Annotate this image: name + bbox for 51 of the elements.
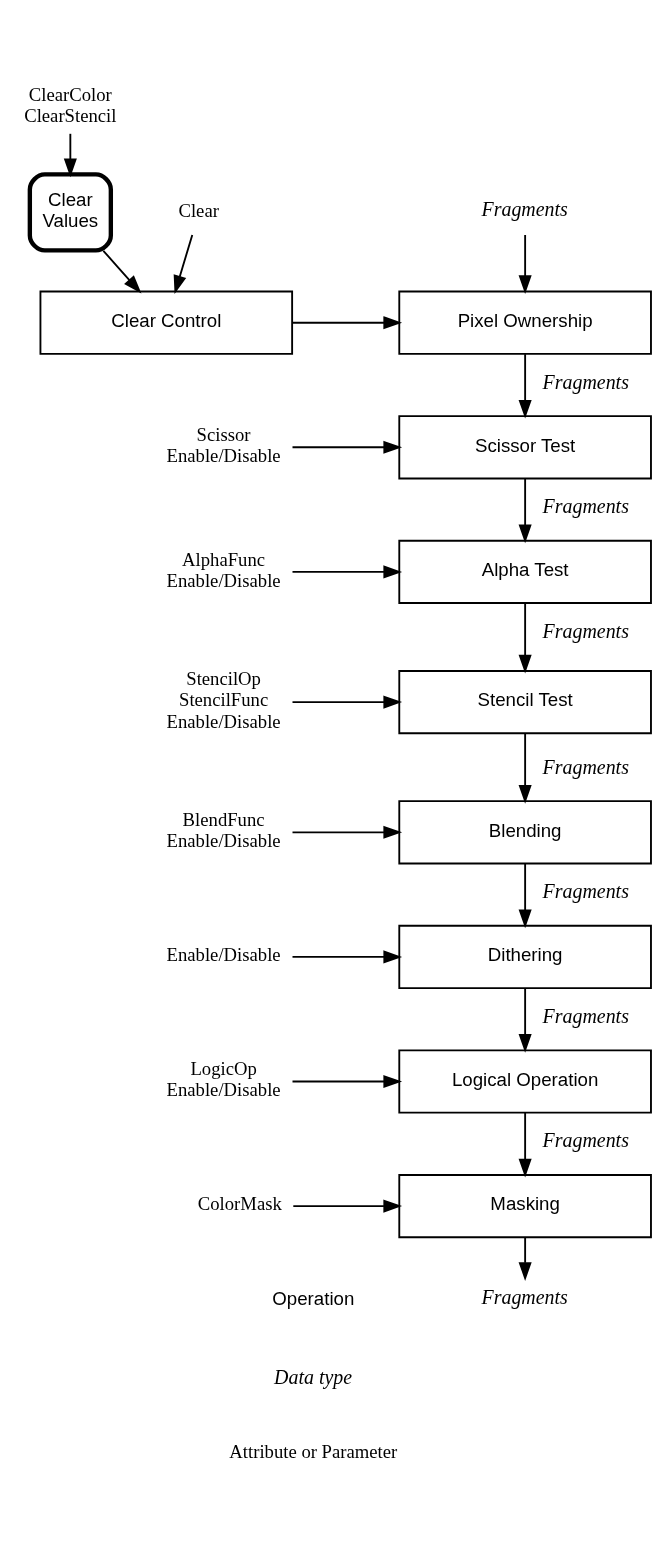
node-box: Scissor Test bbox=[398, 414, 652, 479]
arrow bbox=[63, 132, 77, 177]
node-text: BlendFunc Enable/Disable bbox=[166, 808, 281, 851]
node-box: Clear Values bbox=[27, 171, 114, 253]
node-text: Enable/Disable bbox=[166, 943, 281, 965]
arrow bbox=[518, 862, 532, 928]
node-text: Scissor Enable/Disable bbox=[166, 423, 281, 466]
arrow bbox=[518, 601, 532, 673]
node-text: Fragments bbox=[481, 1285, 568, 1308]
arrow bbox=[173, 233, 194, 294]
arrow bbox=[518, 1111, 532, 1177]
edge-label: Fragments bbox=[542, 494, 629, 517]
node-box: Logical Operation bbox=[398, 1048, 652, 1114]
edge-label: Fragments bbox=[542, 1004, 629, 1027]
node-box: Pixel Ownership bbox=[398, 290, 652, 355]
label: Operation bbox=[272, 1287, 355, 1309]
edge-label: Fragments bbox=[542, 619, 629, 642]
arrow bbox=[518, 1236, 532, 1281]
arrow bbox=[518, 233, 532, 294]
arrow bbox=[291, 564, 403, 578]
node-box: Stencil Test bbox=[398, 669, 652, 734]
arrow bbox=[291, 315, 403, 329]
node-text: Clear bbox=[178, 199, 219, 221]
edge-label: Fragments bbox=[542, 369, 629, 392]
node-box: Dithering bbox=[398, 924, 652, 989]
arrow bbox=[291, 440, 403, 454]
arrow bbox=[518, 352, 532, 419]
edge-label: Fragments bbox=[542, 1128, 629, 1151]
node-box: Clear Control bbox=[39, 290, 294, 355]
node-text: ClearColor ClearStencil bbox=[24, 83, 117, 126]
arrow bbox=[291, 1074, 403, 1088]
arrow bbox=[518, 731, 532, 804]
label: Data type bbox=[274, 1365, 353, 1388]
node-box: Blending bbox=[398, 799, 652, 864]
label: Attribute or Parameter bbox=[229, 1440, 398, 1462]
node-text: AlphaFunc Enable/Disable bbox=[166, 548, 281, 591]
edge-label: Fragments bbox=[542, 879, 629, 902]
edge-label: Fragments bbox=[542, 755, 629, 777]
node-box: Alpha Test bbox=[398, 539, 652, 604]
arrow bbox=[291, 949, 403, 963]
arrow bbox=[102, 249, 142, 294]
node-text: LogicOp Enable/Disable bbox=[166, 1057, 281, 1100]
arrow bbox=[291, 695, 403, 709]
node-text: Fragments bbox=[481, 197, 568, 220]
node-box: Masking bbox=[398, 1173, 652, 1238]
arrow bbox=[292, 1199, 403, 1213]
node-text: ColorMask bbox=[197, 1192, 282, 1214]
arrow bbox=[518, 477, 532, 543]
arrow bbox=[518, 986, 532, 1053]
arrow bbox=[291, 825, 403, 839]
node-text: StencilOp StencilFunc Enable/Disable bbox=[166, 667, 281, 732]
